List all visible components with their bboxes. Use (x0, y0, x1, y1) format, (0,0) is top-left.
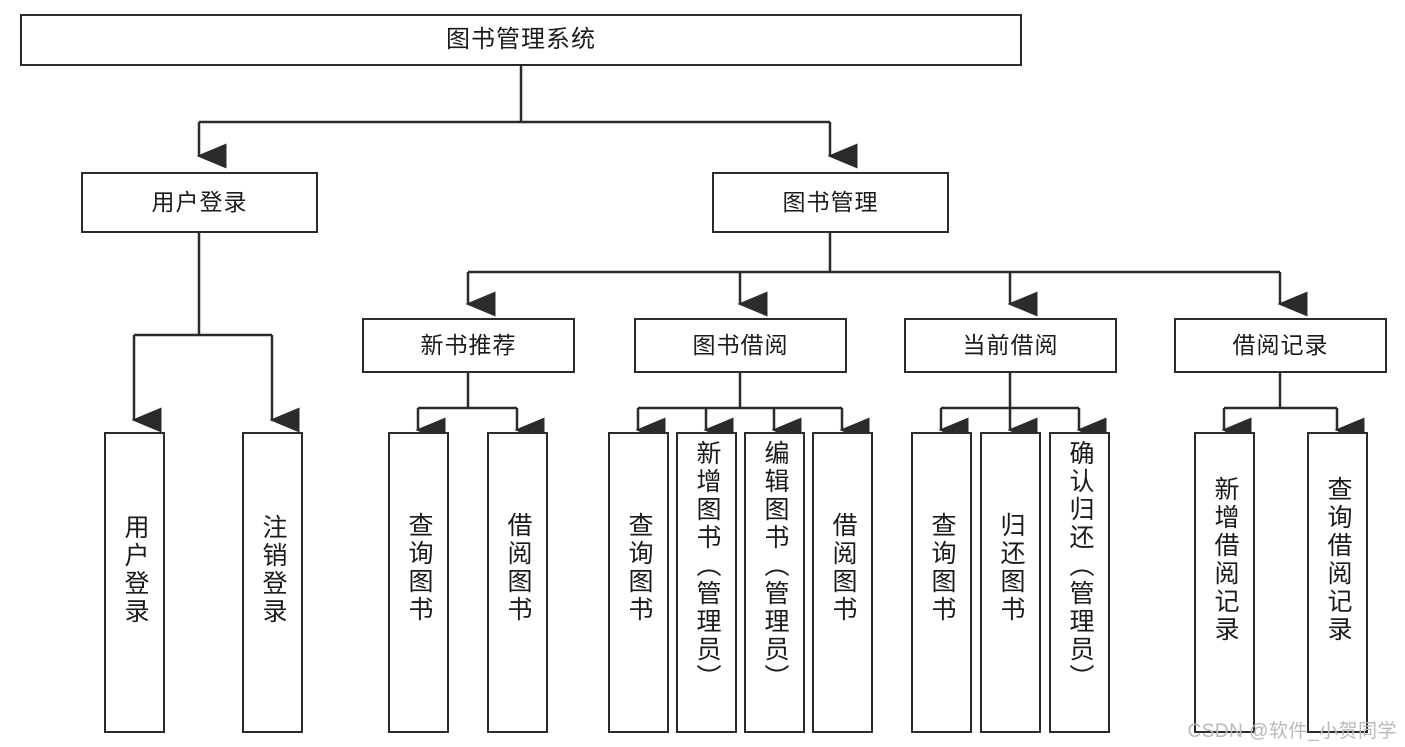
node-label: 查询图书 (405, 512, 433, 624)
leaf-confirm-return-admin[interactable]: 确认归还（管理员） (1049, 432, 1110, 733)
leaf-query-borrow-record[interactable]: 查询借阅记录 (1307, 432, 1368, 733)
node-current-borrow[interactable]: 当前借阅 (904, 318, 1117, 373)
node-label: 归还图书 (997, 512, 1025, 624)
node-borrow-record[interactable]: 借阅记录 (1174, 318, 1387, 373)
leaf-borrow-book-recommend[interactable]: 借阅图书 (487, 432, 548, 733)
node-label: 图书借阅 (692, 332, 789, 359)
node-new-book-recommend[interactable]: 新书推荐 (362, 318, 575, 373)
node-label: 新增借阅记录 (1211, 476, 1239, 644)
node-book-borrow[interactable]: 图书借阅 (634, 318, 847, 373)
node-user-login[interactable]: 用户登录 (81, 172, 318, 233)
node-book-management-system[interactable]: 图书管理系统 (20, 14, 1022, 66)
leaf-borrow-book[interactable]: 借阅图书 (812, 432, 873, 733)
node-label: 查询图书 (928, 512, 956, 624)
node-label: 注销登录 (259, 514, 287, 626)
watermark-text: CSDN @软件_小贺同学 (1187, 721, 1397, 742)
node-label: 借阅记录 (1232, 332, 1329, 359)
leaf-user-login[interactable]: 用户登录 (104, 432, 165, 733)
node-label: 编辑图书（管理员） (761, 440, 789, 692)
leaf-query-book-current[interactable]: 查询图书 (911, 432, 972, 733)
node-book-management[interactable]: 图书管理 (712, 172, 949, 233)
node-label: 新增图书（管理员） (693, 440, 721, 692)
node-label: 查询图书 (625, 512, 653, 624)
node-label: 确认归还（管理员） (1066, 440, 1094, 692)
node-label: 借阅图书 (504, 512, 532, 624)
node-label: 用户登录 (121, 514, 149, 626)
leaf-return-book[interactable]: 归还图书 (980, 432, 1041, 733)
node-label: 图书管理 (782, 189, 879, 216)
node-label: 当前借阅 (962, 332, 1059, 359)
node-label: 借阅图书 (829, 512, 857, 624)
leaf-query-book-borrow[interactable]: 查询图书 (608, 432, 669, 733)
leaf-logout-login[interactable]: 注销登录 (242, 432, 303, 733)
leaf-edit-book-admin[interactable]: 编辑图书（管理员） (744, 432, 805, 733)
leaf-add-book-admin[interactable]: 新增图书（管理员） (676, 432, 737, 733)
node-label: 新书推荐 (420, 332, 517, 359)
node-label: 查询借阅记录 (1324, 476, 1352, 644)
leaf-query-book-recommend[interactable]: 查询图书 (388, 432, 449, 733)
leaf-add-borrow-record[interactable]: 新增借阅记录 (1194, 432, 1255, 733)
node-label: 图书管理系统 (446, 26, 596, 54)
node-label: 用户登录 (151, 189, 248, 216)
